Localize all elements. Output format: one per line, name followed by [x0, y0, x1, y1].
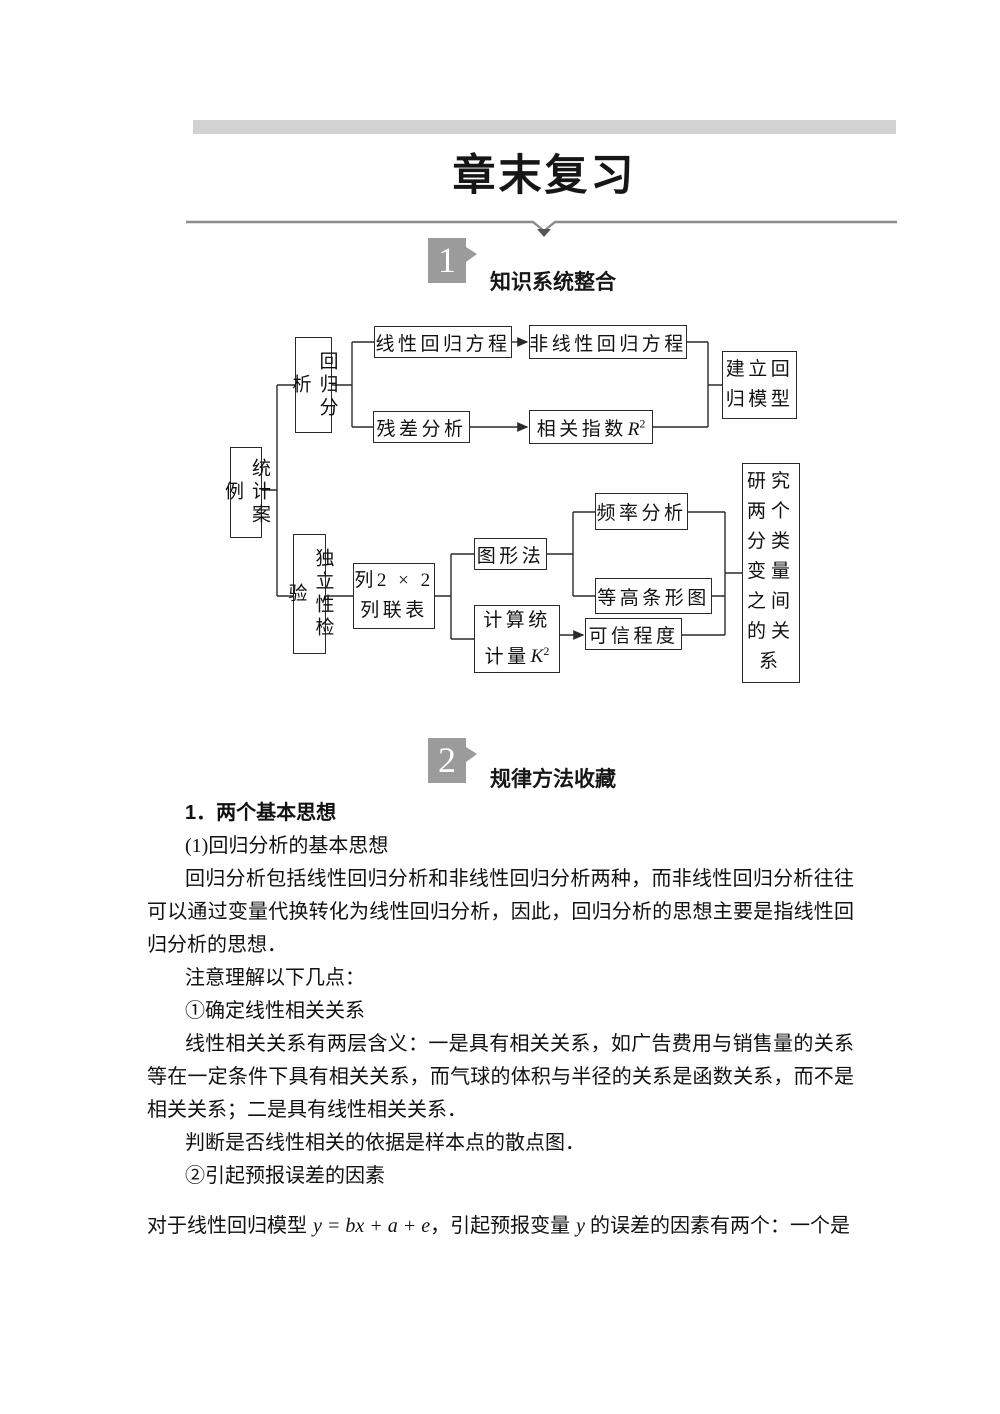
section-2-badge: 2 [428, 738, 477, 783]
node-equal-height-bar-chart: 等高条形图 [595, 578, 712, 614]
node-residual-analysis: 残差分析 [373, 411, 470, 443]
node-independence-test: 独立性检验 [286, 534, 334, 654]
node-correlation-index-r2: 相关指数R2 [529, 410, 653, 444]
math-equation: y = bx + a + e [313, 1215, 431, 1237]
knowledge-flowchart: 统计案例 回归分析 线性回归方程 非线性回归方程 残差分析 相关指数R2 建立回… [0, 300, 1000, 720]
node-linear-regression-equation: 线性回归方程 [374, 326, 512, 358]
content-point-2: ②引起预报误差的因素 [185, 1165, 385, 1187]
section-2-number: 2 [438, 740, 456, 780]
badge-tab-icon [466, 747, 477, 762]
page-title: 章末复习 [452, 152, 637, 200]
node-compute-statistic-k2: 计算统 计量K2 [474, 605, 560, 673]
divider-rule [186, 220, 897, 237]
content-point-1: ①确定线性相关关系 [185, 1000, 365, 1022]
content-scatter-line: 判断是否线性相关的依据是样本点的散点图． [185, 1132, 585, 1154]
content-paragraph-linear-correlation: 线性相关关系有两层含义：一是具有相关关系，如广告费用与销售量的关系等在一定条件下… [147, 1033, 854, 1121]
node-build-regression-model: 建立回 归模型 [722, 351, 797, 419]
flowchart-connectors [262, 337, 742, 640]
section-1-number: 1 [438, 240, 456, 280]
divider-arrow-icon [537, 229, 551, 237]
content-note-line: 注意理解以下几点： [185, 967, 365, 989]
content-subheading-regression-idea: (1)回归分析的基本思想 [185, 835, 389, 857]
body-text: 1．两个基本思想 (1)回归分析的基本思想 回归分析包括线性回归分析和非线性回归… [147, 797, 854, 1243]
content-paragraph-regression: 回归分析包括线性回归分析和非线性回归分析两种，而非线性回归分析往往可以通过变量代… [147, 868, 854, 956]
node-regression-analysis: 回归分析 [290, 337, 338, 433]
content-heading-two-basic-ideas: 1．两个基本思想 [185, 802, 337, 824]
badge-tab-icon [466, 247, 477, 262]
node-contingency-table-2x2: 列2 × 2 列联表 [353, 563, 435, 629]
node-credibility: 可信程度 [585, 618, 682, 650]
node-frequency-analysis: 频率分析 [595, 493, 688, 530]
content-model-line: 对于线性回归模型 y = bx + a + e，引起预报变量 y 的误差的因素有… [147, 1215, 851, 1237]
node-statistical-cases: 统计案例 [222, 447, 270, 538]
header-gray-bar [193, 120, 896, 134]
section-1-label: 知识系统整合 [490, 271, 616, 294]
node-nonlinear-regression-equation: 非线性回归方程 [529, 325, 687, 359]
section-2-label: 规律方法收藏 [490, 768, 616, 791]
section-1-badge: 1 [428, 238, 477, 283]
math-variable-y: y [576, 1215, 586, 1237]
node-study-two-categorical-variables: 研究两个分类变量之间的关系 [742, 463, 800, 683]
node-graphical-method: 图形法 [474, 538, 547, 570]
